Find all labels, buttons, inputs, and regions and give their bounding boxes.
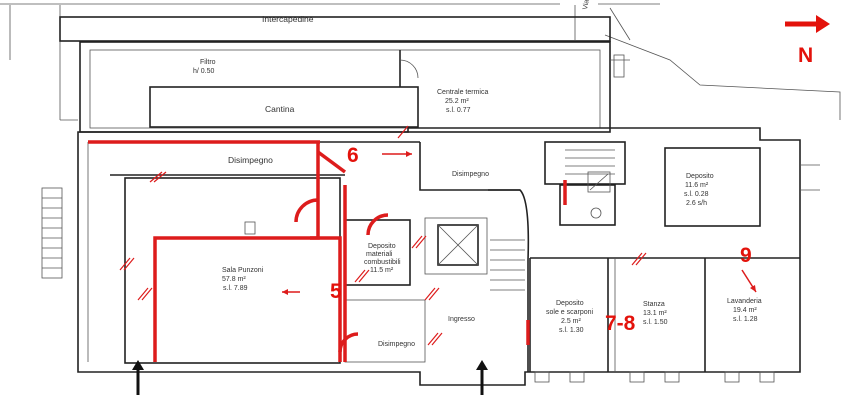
north-arrow-icon: N [785, 15, 830, 67]
deposito-sc-height: s.l. 1.30 [559, 327, 584, 334]
filtro-height: h/ 0.50 [193, 68, 215, 75]
entry-arrows [132, 360, 488, 395]
deposito-ne-area: 11.6 m² [685, 182, 709, 189]
hatch-marks [119, 125, 647, 346]
disimpegno-bottom-label: Disimpegno [378, 341, 415, 348]
deposito-sc-area: 2.5 m² [561, 318, 582, 325]
deposito-mat-2: materiali [366, 251, 393, 258]
annotation-9: 9 [740, 244, 752, 267]
intercapedine-outline [59, 16, 611, 42]
disimpegno-bottom-area [344, 299, 426, 363]
lavanderia-area: 19.4 m² [733, 307, 757, 314]
highlight-walls [88, 140, 567, 362]
stanza-height: s.l. 1.50 [643, 319, 668, 326]
annotation-7-8: 7-8 [605, 312, 636, 335]
deposito-mat-3: combustibili [364, 259, 401, 266]
sala-height: s.l. 7.89 [223, 285, 248, 292]
centrale-label: Centrale termica [437, 89, 488, 96]
cantina-label: Cantina [265, 104, 295, 114]
upper-rooms [79, 41, 630, 133]
lavanderia-height: s.l. 1.28 [733, 316, 758, 323]
bottom-rooms [529, 257, 800, 383]
annotation-5: 5 [330, 280, 342, 303]
centrale-area: 25.2 m² [445, 98, 469, 105]
deposito-sc-2: sole e scarponi [546, 309, 594, 316]
stanza-area: 13.1 m² [643, 310, 667, 317]
deposito-ne-h2: 2.6 s/h [686, 200, 707, 207]
annotation-arrows [282, 151, 757, 295]
top-frame [0, 3, 841, 120]
elevator-shaft [424, 217, 488, 275]
stanza-label: Stanza [643, 301, 665, 308]
sala-label: Sala Punzoni [222, 267, 264, 274]
annotation-6: 6 [347, 144, 359, 167]
lavanderia-label: Lavanderia [727, 298, 762, 305]
deposito-ne-label: Deposito [686, 173, 714, 180]
main-outline [60, 119, 820, 386]
centrale-height: s.l. 0.77 [446, 107, 471, 114]
intercapedine-label: Intercapedine [262, 14, 314, 24]
service-block [544, 141, 626, 226]
north-letter: N [798, 44, 813, 67]
deposito-ne-room [664, 147, 761, 227]
left-stair [41, 187, 63, 279]
cantina-room [149, 86, 419, 128]
sala-area: 57.8 m² [222, 276, 246, 283]
deposito-ne-height: s.l. 0.28 [684, 191, 709, 198]
disimpegno-top-label: Disimpegno [228, 155, 273, 165]
disimpegno-right-label: Disimpegno [452, 171, 489, 178]
ingresso-label: Ingresso [448, 316, 475, 323]
central-stair [488, 189, 530, 372]
street-label: Via [582, 0, 591, 10]
deposito-sc-1: Deposito [556, 300, 584, 307]
filtro-label: Filtro [200, 59, 216, 66]
deposito-mat-1: Deposito [368, 243, 396, 250]
deposito-mat-area: 11.5 m² [370, 267, 394, 274]
upper-block-inner [89, 49, 601, 129]
